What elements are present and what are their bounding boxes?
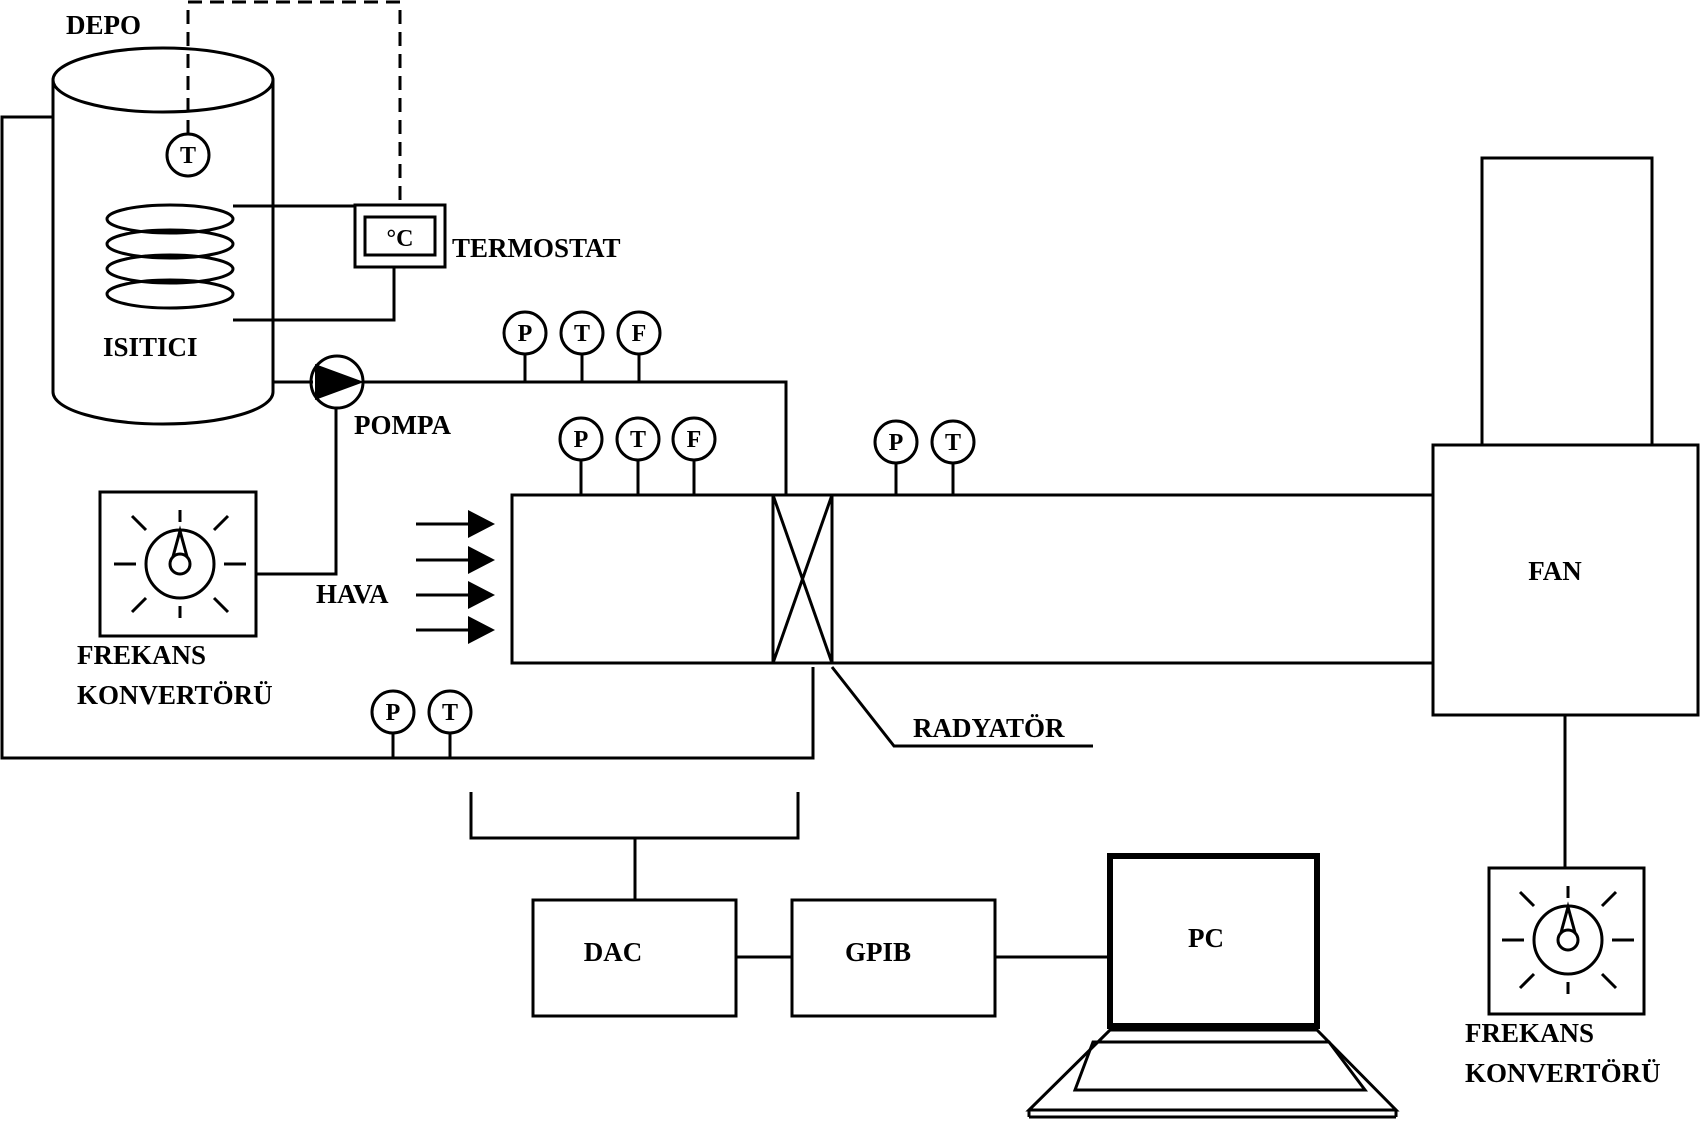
supply-pressure-gauge: P (502, 310, 548, 356)
konvertoru-right-label: KONVERTÖRÜ (1465, 1058, 1661, 1088)
inlet-temperature-gauge: T (615, 416, 661, 462)
svg-text:T: T (574, 321, 590, 347)
return-temperature-gauge: T (427, 689, 473, 735)
termostat-label: TERMOSTAT (452, 233, 621, 263)
fan-label: FAN (1528, 556, 1582, 586)
laptop-icon (1025, 853, 1400, 1119)
sensor-bus-bracket (469, 792, 800, 840)
tank-temperature-gauge: T (165, 132, 211, 178)
svg-text:P: P (386, 700, 401, 726)
pump-icon (309, 354, 365, 410)
svg-text:F: F (687, 427, 702, 453)
supply-flow-gauge: F (616, 310, 662, 356)
outlet-temperature-gauge: T (930, 419, 976, 465)
thermostat-box: °C (353, 203, 447, 269)
supply-temperature-gauge: T (559, 310, 605, 356)
svg-text:T: T (442, 700, 458, 726)
radiator (771, 493, 834, 665)
thermostat-signal-dashed-line (186, 0, 402, 205)
pc-label: PC (1188, 923, 1224, 953)
frequency-converter-right-icon (1487, 866, 1646, 1016)
svg-text:P: P (574, 427, 589, 453)
heater-lead-bottom (233, 267, 396, 322)
air-duct-inlet (510, 493, 775, 665)
air-flow-arrows (416, 510, 495, 644)
heater-coil (105, 203, 235, 310)
svg-text:T: T (945, 430, 961, 456)
outlet-pressure-gauge: P (873, 419, 919, 465)
hava-label: HAVA (316, 579, 389, 609)
inlet-pressure-gauge: P (558, 416, 604, 462)
radiator-leader-line (830, 666, 1093, 748)
return-pressure-gauge: P (370, 689, 416, 735)
svg-text:P: P (889, 430, 904, 456)
supply-pipe (363, 380, 788, 495)
radyator-label: RADYATÖR (913, 713, 1065, 743)
konvertoru-left-label: KONVERTÖRÜ (77, 680, 273, 710)
isitici-label: ISITICI (103, 332, 198, 362)
pompa-label: POMPA (354, 410, 451, 440)
storage-tank (51, 46, 275, 426)
inlet-flow-gauge: F (671, 416, 717, 462)
frequency-converter-left-icon (98, 490, 258, 638)
return-pipe (0, 115, 815, 760)
gpib-label: GPIB (845, 937, 911, 967)
converter-to-pump-wire (256, 408, 338, 576)
svg-text:T: T (180, 143, 196, 169)
dac-label: DAC (584, 937, 643, 967)
fan-stack (1480, 156, 1654, 447)
svg-text:P: P (518, 321, 533, 347)
frekans-left-label: FREKANS (77, 640, 206, 670)
frekans-right-label: FREKANS (1465, 1018, 1594, 1048)
svg-text:T: T (630, 427, 646, 453)
depo-label: DEPO (66, 10, 141, 40)
thermostat-unit: °C (387, 226, 414, 252)
svg-text:F: F (632, 321, 647, 347)
